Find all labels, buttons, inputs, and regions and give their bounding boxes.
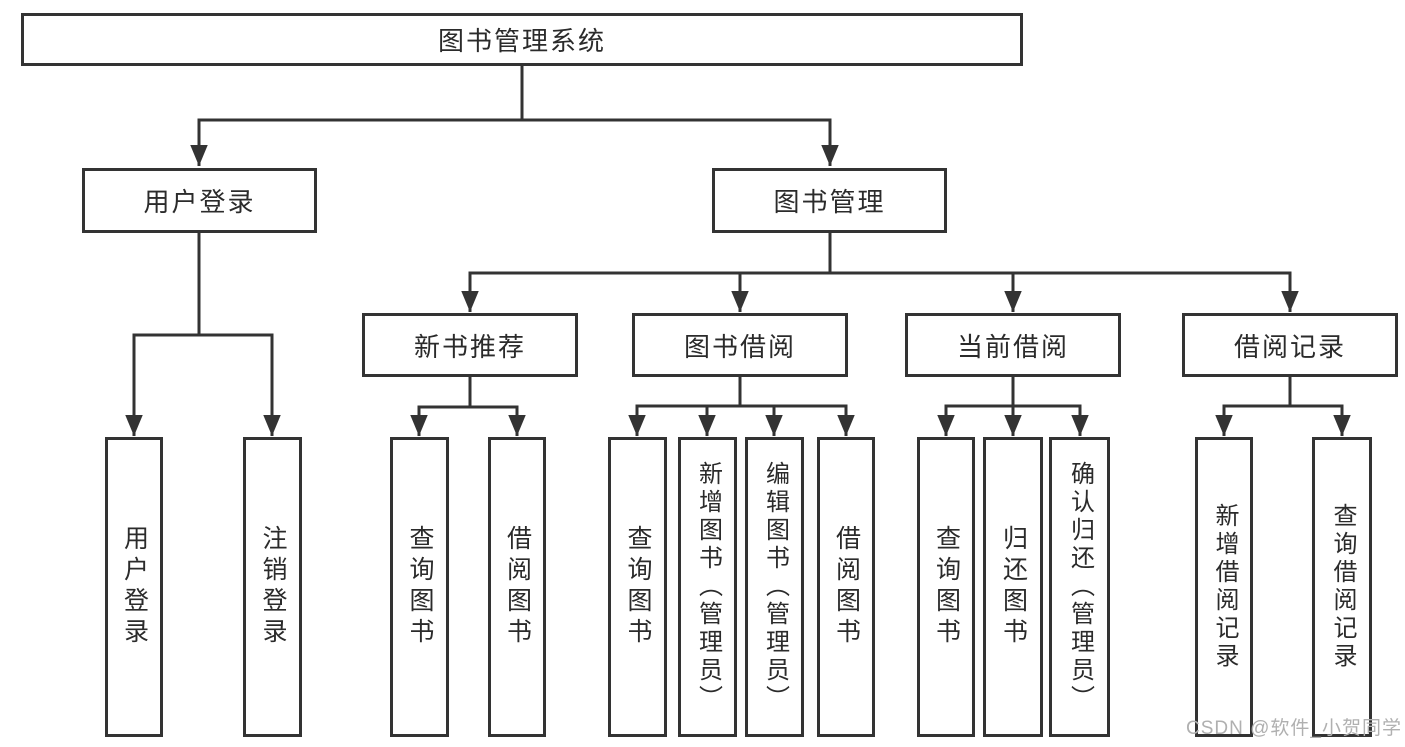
node-label: 当前借阅 bbox=[956, 331, 1069, 362]
node-user-login: 用户登录 bbox=[82, 168, 317, 233]
node-label: 用户登录 bbox=[120, 525, 149, 649]
leaf-current-confirm-return-admin: 确认归还（管理员） bbox=[1049, 437, 1110, 737]
node-label: 查询图书 bbox=[406, 525, 434, 649]
leaf-recommend-borrow-books: 借阅图书 bbox=[488, 437, 546, 737]
node-label: 新增图书（管理员） bbox=[694, 461, 722, 713]
leaf-logout: 注销登录 bbox=[243, 437, 302, 737]
node-label: 新书推荐 bbox=[413, 331, 526, 362]
leaf-user-login: 用户登录 bbox=[105, 437, 163, 737]
node-label: 借阅图书 bbox=[832, 525, 861, 649]
node-label: 新增借阅记录 bbox=[1211, 503, 1238, 671]
watermark: CSDN @软件_小贺同学 bbox=[1186, 718, 1402, 739]
leaf-records-query-record: 查询借阅记录 bbox=[1312, 437, 1372, 737]
node-label: 图书管理系统 bbox=[437, 26, 606, 56]
node-label: 借阅图书 bbox=[503, 525, 532, 649]
leaf-recommend-query-books: 查询图书 bbox=[390, 437, 449, 737]
node-label: 借阅记录 bbox=[1233, 331, 1346, 362]
leaf-borrow-borrow-books: 借阅图书 bbox=[817, 437, 875, 737]
node-label: 查询图书 bbox=[932, 525, 961, 649]
leaf-borrow-edit-books-admin: 编辑图书（管理员） bbox=[745, 437, 804, 737]
leaf-records-add-record: 新增借阅记录 bbox=[1195, 437, 1253, 737]
node-label: 查询图书 bbox=[624, 525, 652, 649]
node-new-book-recommend: 新书推荐 bbox=[362, 313, 578, 377]
node-label: 确认归还（管理员） bbox=[1066, 461, 1094, 713]
node-label: 归还图书 bbox=[999, 525, 1028, 649]
node-label: 注销登录 bbox=[259, 525, 287, 649]
node-label: 图书管理 bbox=[773, 187, 886, 217]
leaf-current-query-books: 查询图书 bbox=[917, 437, 975, 737]
leaf-borrow-add-books-admin: 新增图书（管理员） bbox=[678, 437, 737, 737]
leaf-borrow-query-books: 查询图书 bbox=[608, 437, 667, 737]
leaf-current-return-books: 归还图书 bbox=[983, 437, 1043, 737]
node-book-management: 图书管理 bbox=[712, 168, 947, 233]
node-borrowing-records: 借阅记录 bbox=[1182, 313, 1398, 377]
node-label: 图书借阅 bbox=[683, 331, 796, 362]
node-label: 用户登录 bbox=[143, 187, 256, 217]
node-library-management-system: 图书管理系统 bbox=[21, 13, 1023, 66]
node-current-borrowing: 当前借阅 bbox=[905, 313, 1121, 377]
node-book-borrowing: 图书借阅 bbox=[632, 313, 848, 377]
node-label: 编辑图书（管理员） bbox=[761, 461, 789, 713]
node-label: 查询借阅记录 bbox=[1329, 503, 1356, 671]
